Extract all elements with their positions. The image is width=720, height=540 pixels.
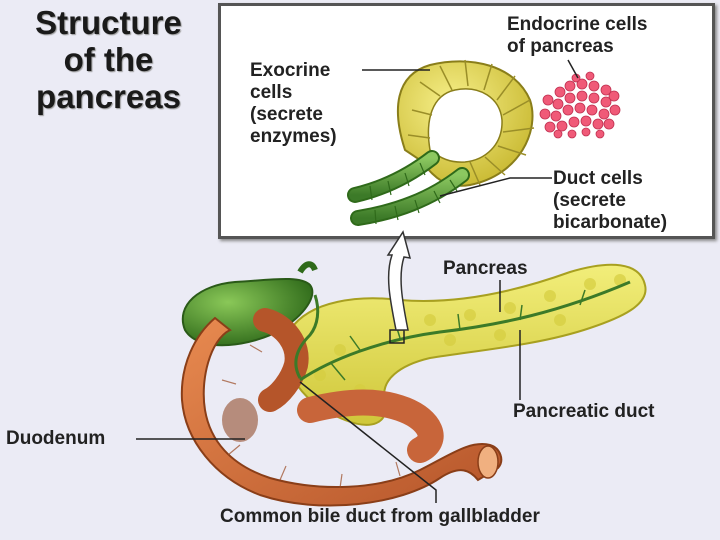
label-duct-cells: Duct cells (secrete bicarbonate) <box>553 168 667 234</box>
label-endocrine-line-1: Endocrine cells <box>507 14 647 36</box>
label-endocrine-line-2: of pancreas <box>507 36 647 58</box>
label-exocrine-line-2: cells <box>250 82 337 104</box>
label-duodenum: Duodenum <box>6 428 105 450</box>
label-exocrine-cells: Exocrine cells (secrete enzymes) <box>250 60 337 148</box>
label-exocrine-line-1: Exocrine <box>250 60 337 82</box>
label-exocrine-line-4: enzymes) <box>250 126 337 148</box>
label-duct-line-2: (secrete <box>553 190 667 212</box>
label-duct-line-3: bicarbonate) <box>553 212 667 234</box>
label-duct-line-1: Duct cells <box>553 168 667 190</box>
endocrine-cell-cluster <box>540 72 620 138</box>
label-common-bile-duct: Common bile duct from gallbladder <box>220 506 540 528</box>
label-pancreatic-duct: Pancreatic duct <box>513 401 655 423</box>
label-exocrine-line-3: (secrete <box>250 104 337 126</box>
label-pancreas: Pancreas <box>443 258 528 280</box>
label-endocrine-cells: Endocrine cells of pancreas <box>507 14 647 58</box>
